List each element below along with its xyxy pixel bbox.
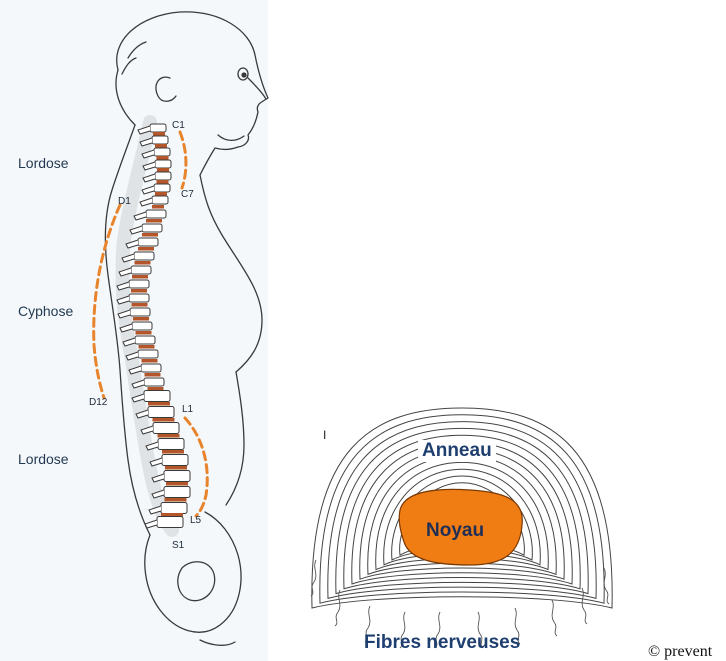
copyright-notice: © prevent [648,643,712,661]
lumbar-lordosis-indicator [185,418,207,516]
vertebra-body [135,336,155,344]
intervertebral-disc [155,144,167,148]
vertebra-body [129,294,149,302]
spine-column [117,122,190,530]
intervertebral-disc [165,466,187,470]
intervertebral-disc [139,345,155,349]
vertebra-body [154,184,170,192]
vertebra-body [141,364,161,372]
vertebra-body [132,322,152,330]
intervertebral-disc [132,275,148,279]
intervertebral-disc [157,168,169,172]
vertebra-body [162,455,188,466]
spinous-process [143,174,155,182]
vertebra-body [129,280,149,288]
vertebra-body [161,503,187,514]
curve-label-lordose-lumbar: Lordose [18,451,69,467]
intervertebral-disc [165,498,187,502]
vertebra-marker-s1: S1 [172,540,184,551]
intervertebral-disc [131,289,147,293]
nucleus-label: Noyau [426,520,484,542]
vertebra-body [154,148,170,156]
intervertebral-disc [157,156,169,160]
intervertebral-disc [162,450,184,454]
vertebra-body [144,391,170,402]
intervertebral-disc [135,261,151,265]
intervertebral-disc [145,373,161,377]
vertebra-body [134,252,154,260]
intervertebral-disc [148,402,170,406]
vertebra-body [142,224,162,232]
vertebra-body [152,196,168,204]
intervertebral-disc [153,418,175,422]
vertebra-body [144,378,164,386]
intervertebral-disc [157,180,169,184]
vertebra-body [148,407,174,418]
intervertebral-disc [166,482,188,486]
vertebra-marker-c7: C7 [181,189,194,200]
nerve-fiber [335,590,340,626]
spinous-process [145,520,157,528]
spinous-process [142,186,154,194]
vertebra-body [130,308,150,316]
vertebra-body [146,210,166,218]
vertebra-body [152,136,168,144]
intervertebral-disc [148,387,164,391]
intervertebral-disc [158,434,180,438]
vertebra-body [150,124,166,132]
intervertebral-disc [155,192,167,196]
intervertebral-disc [136,331,152,335]
curve-label-lordose-cervical: Lordose [18,155,69,171]
nerve-fibers-label: Fibres nerveuses [364,632,520,654]
intervertebral-disc [142,359,158,363]
annulus-label: Anneau [418,440,496,462]
vertebra-body [164,487,190,498]
vertebra-body [138,238,158,246]
intervertebral-disc [146,219,162,223]
vertebra-body [138,350,158,358]
section-marker: I [323,428,326,442]
vertebra-marker-d1: D1 [118,196,131,207]
nerve-fiber [552,600,557,636]
intervertebral-disc [132,303,148,307]
vertebra-marker-c1: C1 [172,120,185,131]
intervertebral-disc [138,247,154,251]
vertebra-marker-d12: D12 [89,397,107,408]
intervertebral-disc [142,233,158,237]
thoracic-kyphosis-indicator [94,205,120,398]
cervical-lordosis-indicator [180,132,186,188]
intervertebral-disc [133,317,149,321]
vertebra-body [157,517,183,528]
intervertebral-disc [153,132,165,136]
vertebra-body [155,160,171,168]
vertebra-marker-l1: L1 [182,404,193,415]
vertebra-body [164,471,190,482]
vertebra-body [131,266,151,274]
vertebra-body [158,439,184,450]
vertebra-body [155,172,171,180]
intervertebral-disc [152,205,164,209]
curve-label-cyphose: Cyphose [18,303,73,319]
spinous-process [140,198,152,206]
nerve-fiber [604,568,609,604]
vertebra-marker-l5: L5 [190,515,201,526]
intervertebral-disc [161,513,183,517]
vertebra-body [153,423,179,434]
